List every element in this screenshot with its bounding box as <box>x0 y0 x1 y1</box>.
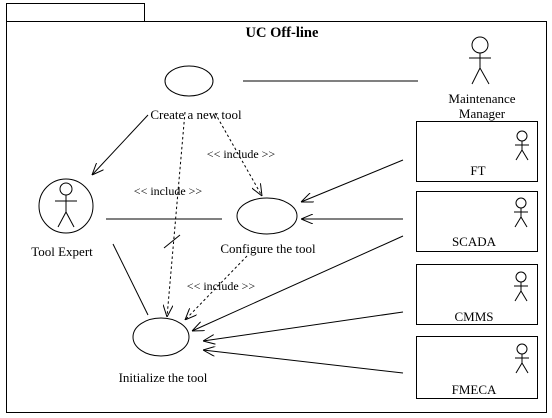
cmms-box <box>416 264 538 325</box>
use-case-configure-ellipse <box>236 197 298 235</box>
actor-scada[interactable]: SCADA <box>416 191 538 252</box>
arrow-create-to-expert <box>92 114 149 175</box>
use-case-create-ellipse <box>164 65 214 97</box>
use-case-initialize-label: Initialize the tool <box>119 370 208 385</box>
maintenance-manager-label-line1: Maintenance <box>448 91 515 106</box>
actor-cmms[interactable]: CMMS <box>416 264 538 325</box>
use-case-create[interactable]: Create a new tool <box>150 65 242 122</box>
actor-fmeca[interactable]: FMECA <box>416 336 538 399</box>
use-case-initialize-ellipse <box>132 317 190 357</box>
include-label-create-configure: << include >> <box>207 147 276 161</box>
diagram-frame <box>6 21 547 413</box>
scada-label: SCADA <box>452 234 497 249</box>
arrow-cmms-to-initialize <box>203 311 404 341</box>
use-case-create-label: Create a new tool <box>150 107 242 122</box>
cmms-label: CMMS <box>454 309 493 324</box>
arrow-fmeca-to-initialize <box>203 350 404 374</box>
include-label-configure-initialize: << include >> <box>187 279 256 293</box>
actor-maintenance-manager[interactable]: Maintenance Manager <box>448 36 516 121</box>
tool-expert-label: Tool Expert <box>31 244 93 259</box>
actor-ft[interactable]: FT <box>416 121 538 182</box>
actor-tool-expert[interactable]: Tool Expert <box>31 178 94 259</box>
fmeca-stick-head <box>516 343 528 355</box>
diagram-title: UC Off-line <box>246 25 319 41</box>
association-expert-initialize <box>112 243 149 316</box>
frame-tab <box>6 3 145 22</box>
expert-configure-tick <box>163 234 181 249</box>
scada-box <box>416 191 538 252</box>
fmeca-box <box>416 336 538 399</box>
use-case-configure-label: Configure the tool <box>220 241 316 256</box>
scada-stick-head <box>515 197 527 209</box>
include-create-to-configure <box>214 112 262 196</box>
cmms-stick-head <box>515 271 527 283</box>
include-create-to-initialize <box>167 111 186 317</box>
ft-label: FT <box>470 163 485 178</box>
ft-stick-head <box>516 130 528 142</box>
use-case-initialize[interactable]: Initialize the tool <box>119 317 208 385</box>
use-case-configure[interactable]: Configure the tool <box>220 197 316 256</box>
include-label-expert-configure: << include >> <box>134 184 203 198</box>
maintenance-manager-label-line2: Manager <box>459 106 506 121</box>
maintenance-manager-head <box>471 36 489 54</box>
ft-box <box>416 121 538 182</box>
arrow-scada-to-initialize <box>192 235 404 331</box>
arrow-ft-to-configure <box>301 159 404 202</box>
fmeca-label: FMECA <box>452 382 497 397</box>
